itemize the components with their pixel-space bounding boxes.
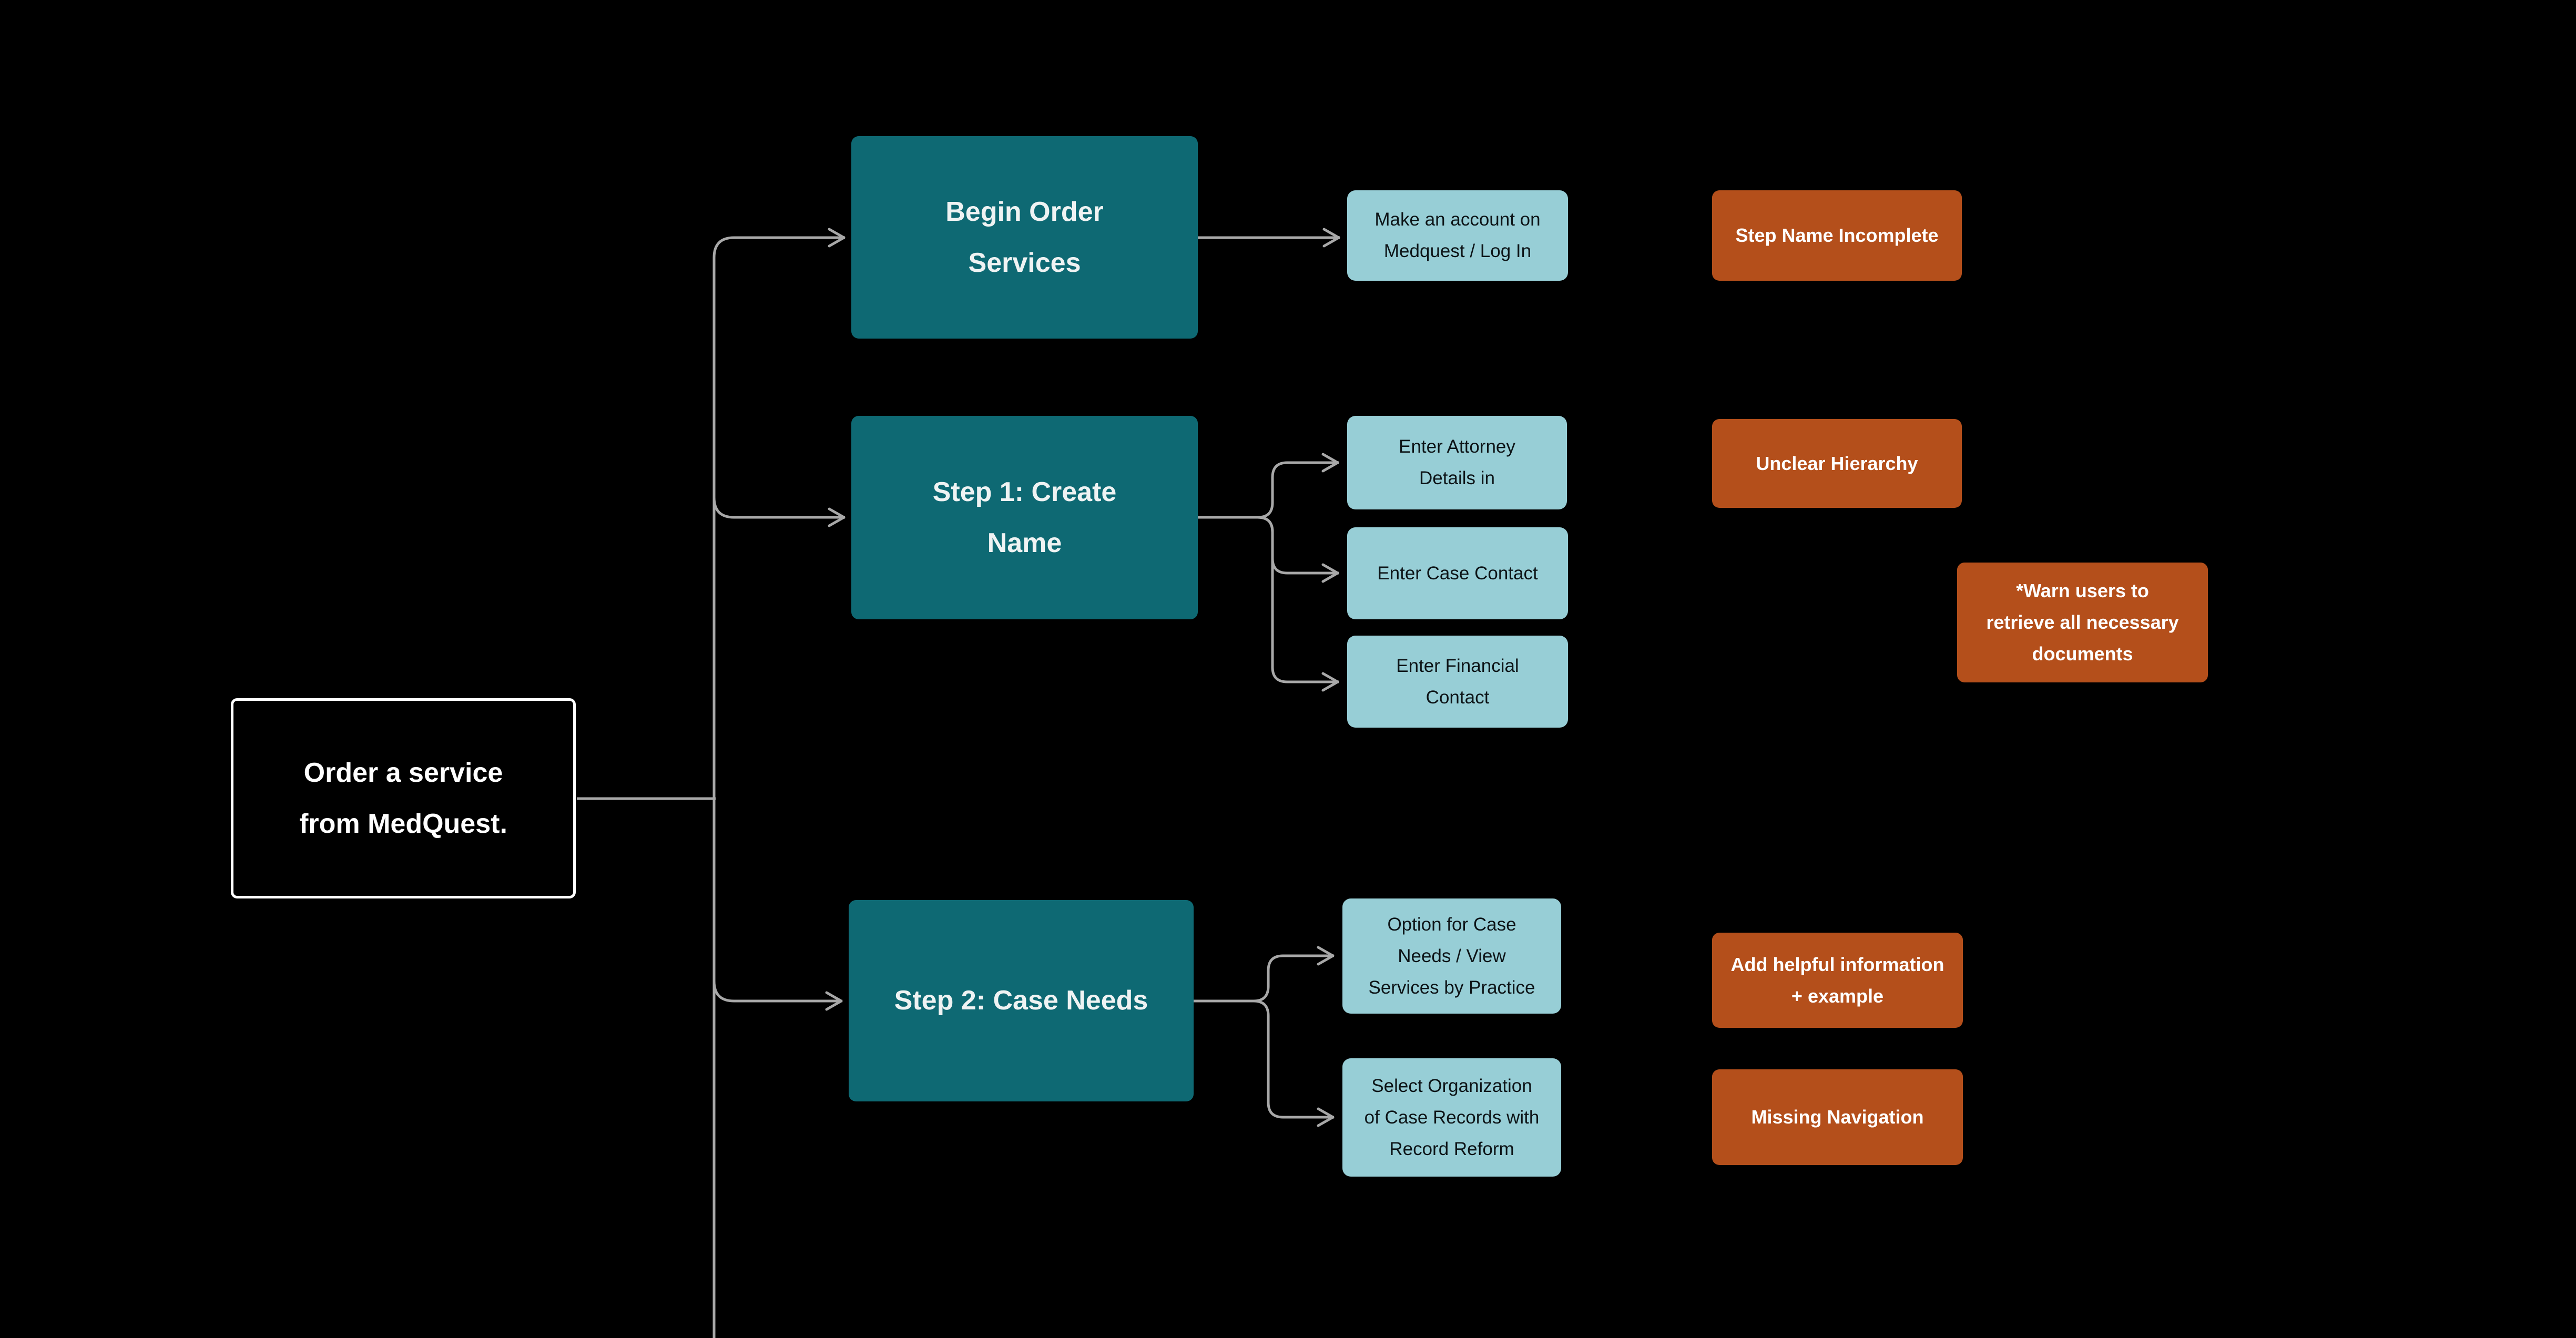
substep-node-label: Enter Financial Contact [1396,655,1519,708]
note-node-step-name-incomplete[interactable]: Step Name Incomplete [1712,190,1962,281]
substep-node-option-for-case-needs[interactable]: Option for Case Needs / View Services by… [1342,898,1561,1014]
root-node[interactable]: Order a service from MedQuest. [231,698,576,898]
connector-root-to-step2 [712,980,843,1011]
substep-node-enter-case-contact[interactable]: Enter Case Contact [1347,527,1568,619]
substep-node-label: Select Organization of Case Records with… [1364,1075,1540,1159]
note-node-warn-users[interactable]: *Warn users to retrieve all necessary do… [1957,563,2208,682]
note-node-label: Add helpful information + example [1730,953,1944,1007]
note-node-missing-navigation[interactable]: Missing Navigation [1712,1069,1963,1165]
step-node-label: Step 1: Create Name [932,476,1117,558]
note-node-label: Step Name Incomplete [1735,224,1939,246]
substep-node-label: Enter Attorney Details in [1399,436,1515,488]
substep-node-select-organization[interactable]: Select Organization of Case Records with… [1342,1058,1561,1177]
connector-step1-to-case-contact [1198,516,1339,583]
substep-node-label: Make an account on Medquest / Log In [1374,209,1541,261]
root-node-label: Order a service from MedQuest. [299,757,507,839]
connector-step2-to-select-org [1194,999,1335,1127]
step-node-label: Begin Order Services [945,196,1104,278]
step-node-step2-case-needs[interactable]: Step 2: Case Needs [849,900,1194,1101]
step-node-label: Step 2: Case Needs [894,985,1148,1016]
substep-node-label: Enter Case Contact [1377,563,1538,584]
connector-step1-to-financial-contact [1198,516,1339,692]
note-node-label: *Warn users to retrieve all necessary do… [1986,580,2179,665]
substep-node-label: Option for Case Needs / View Services by… [1368,914,1535,998]
note-node-label: Missing Navigation [1751,1106,1924,1128]
connector-step2-to-option [1194,946,1335,1003]
substep-node-enter-attorney-details[interactable]: Enter Attorney Details in [1347,416,1567,509]
note-node-label: Unclear Hierarchy [1756,452,1918,474]
note-node-unclear-hierarchy[interactable]: Unclear Hierarchy [1712,419,1962,508]
step-node-begin-order-services[interactable]: Begin Order Services [851,136,1198,339]
connector-root-to-begin-order [712,228,846,1338]
step-node-step1-create-name[interactable]: Step 1: Create Name [851,416,1198,619]
connector-root-to-step1 [712,497,846,527]
connector-step1-to-attorney [1198,453,1339,519]
note-node-add-helpful-information[interactable]: Add helpful information + example [1712,933,1963,1028]
substep-node-make-account[interactable]: Make an account on Medquest / Log In [1347,190,1568,281]
substep-node-enter-financial-contact[interactable]: Enter Financial Contact [1347,636,1568,728]
